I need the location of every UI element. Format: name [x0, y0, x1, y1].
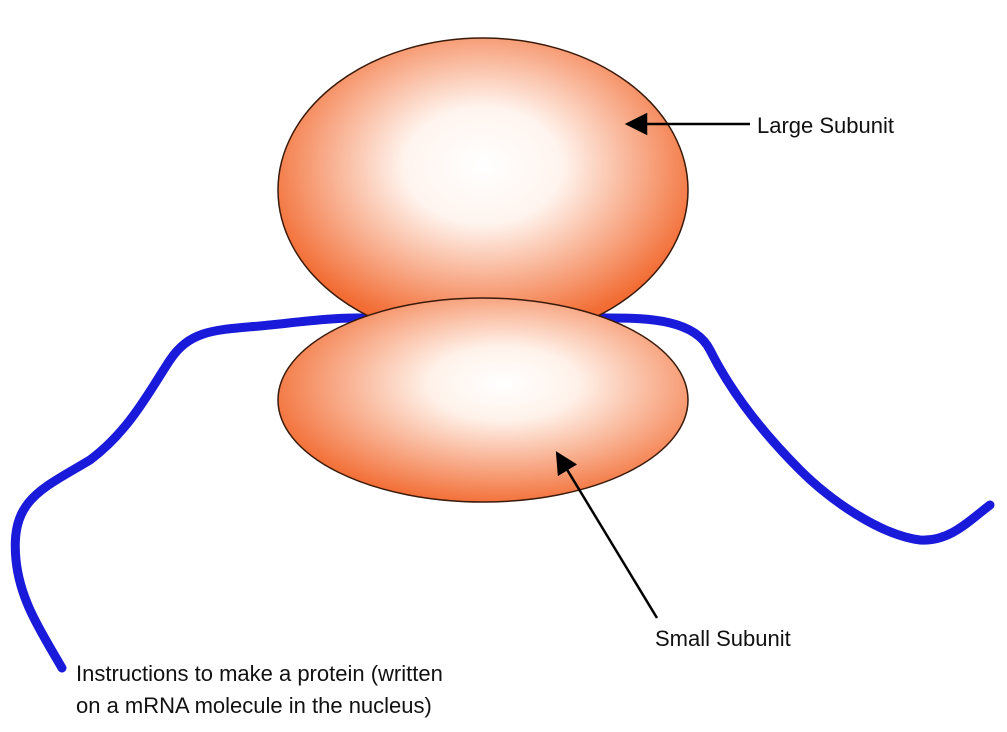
mrna-label-line1: Instructions to make a protein (written	[76, 661, 443, 686]
mrna-label-line2: on a mRNA molecule in the nucleus)	[76, 693, 432, 718]
small-subunit-arrow	[555, 451, 659, 619]
small-subunit-shape	[277, 297, 689, 503]
mrna-strand	[10, 313, 995, 673]
small-subunit-label: Small Subunit	[655, 626, 791, 651]
large-subunit-label: Large Subunit	[757, 113, 894, 138]
large-subunit-shape	[277, 37, 689, 343]
